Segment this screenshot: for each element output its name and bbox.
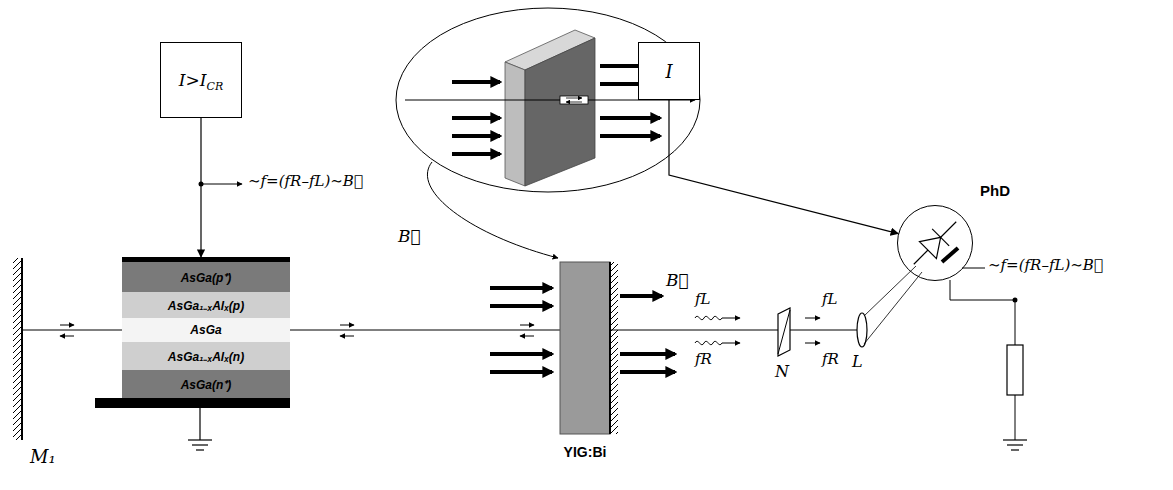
current-source-box: I>ICR — [160, 42, 242, 118]
label: L — [852, 352, 863, 371]
label: fR — [822, 350, 839, 368]
laser-layer: AsGa(p⁺) — [122, 262, 290, 292]
current-source-box: I — [638, 42, 700, 100]
label: ∼f=(fR–fL)∼B⃗ — [988, 256, 1103, 274]
node-text: I — [665, 61, 672, 82]
label: M₁ — [30, 446, 56, 467]
label: B⃗ — [398, 226, 421, 246]
connector — [669, 100, 898, 234]
label: ∼f=(fR–fL)∼B⃗ — [248, 172, 363, 190]
node-text: AsGa(p⁺) — [181, 269, 232, 286]
label: B⃗ — [666, 270, 689, 290]
connector — [200, 118, 201, 257]
photodiode: PhD — [897, 205, 973, 281]
laser-layer: AsGa — [122, 318, 290, 342]
node-text: AsGa₁₋ₓAlₓ(p) — [168, 297, 244, 314]
node-text: YIG:Bi — [530, 444, 640, 460]
node-text: CR — [206, 80, 223, 93]
node-text: AsGa — [190, 323, 221, 337]
yig-plate: YIG:Bi — [560, 262, 610, 434]
node-text: AsGa₁₋ₓAlₓ(n) — [168, 348, 244, 365]
laser-layer: AsGa₁₋ₓAlₓ(n) — [122, 342, 290, 370]
laser-layer: AsGa(n⁺) — [122, 370, 290, 398]
node-text: I>I — [179, 70, 207, 90]
node-text: PhD — [980, 182, 1010, 199]
label: N — [775, 362, 789, 381]
laser-layer: AsGa₁₋ₓAlₓ(p) — [122, 292, 290, 318]
label: fL — [822, 290, 838, 308]
label: fL — [695, 290, 711, 308]
node-text: AsGa(n⁺) — [181, 376, 232, 393]
label: fR — [695, 350, 712, 368]
